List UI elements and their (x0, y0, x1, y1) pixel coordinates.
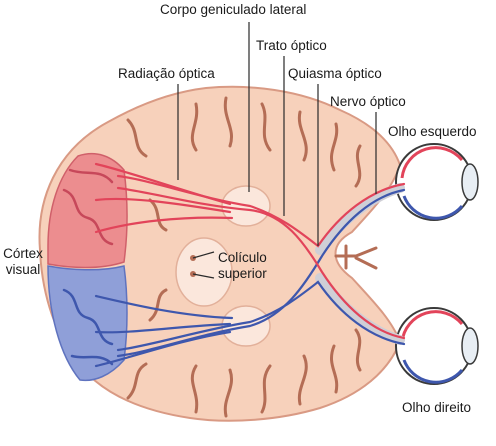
visual-pathways (94, 162, 406, 368)
label-visual-cortex-line1: Córtex (3, 246, 43, 261)
label-lateral-geniculate-body: Corpo geniculado lateral (160, 2, 307, 17)
radiation-red-3 (94, 216, 234, 234)
pathway-left-eye-temporal-red (116, 174, 406, 248)
label-superior-colliculus-line1: Colículo (218, 250, 267, 265)
pathway-right-eye-nasal-red (116, 186, 406, 340)
label-superior-colliculus: Colículo superior (218, 250, 267, 282)
label-visual-cortex-line2: visual (5, 262, 41, 277)
radiation-blue-2 (94, 322, 232, 334)
label-optic-radiation: Radiação óptica (118, 66, 215, 81)
label-visual-cortex: Córtex visual (0, 246, 46, 278)
radiation-blue-3 (94, 330, 232, 368)
radiation-red-1 (94, 162, 232, 206)
leader-lines (177, 22, 377, 279)
leader-superior-colliculus-lower (192, 273, 215, 279)
label-left-eye: Olho esquerdo (388, 124, 477, 139)
label-superior-colliculus-line2: superior (218, 266, 267, 281)
pathway-right-eye-temporal-blue (116, 280, 406, 352)
label-right-eye: Olho direito (402, 400, 472, 415)
brain-sulci (126, 96, 378, 418)
left-eye (395, 143, 479, 221)
optic-nerve-sheath-right (315, 273, 405, 345)
superior-colliculus-region (175, 237, 233, 307)
label-optic-chiasm: Quiasma óptico (288, 66, 382, 81)
right-eye (395, 307, 479, 385)
optic-nerve-sheath-left (315, 183, 405, 255)
radiation-red-2 (94, 197, 232, 214)
visual-cortex-left-hemisphere (47, 152, 128, 269)
visual-cortex-right-hemisphere (47, 265, 128, 382)
label-optic-tract: Trato óptico (256, 38, 327, 53)
label-optic-nerve: Nervo óptico (330, 94, 406, 109)
leader-superior-colliculus-upper (192, 251, 215, 259)
radiation-blue-1 (94, 294, 234, 320)
